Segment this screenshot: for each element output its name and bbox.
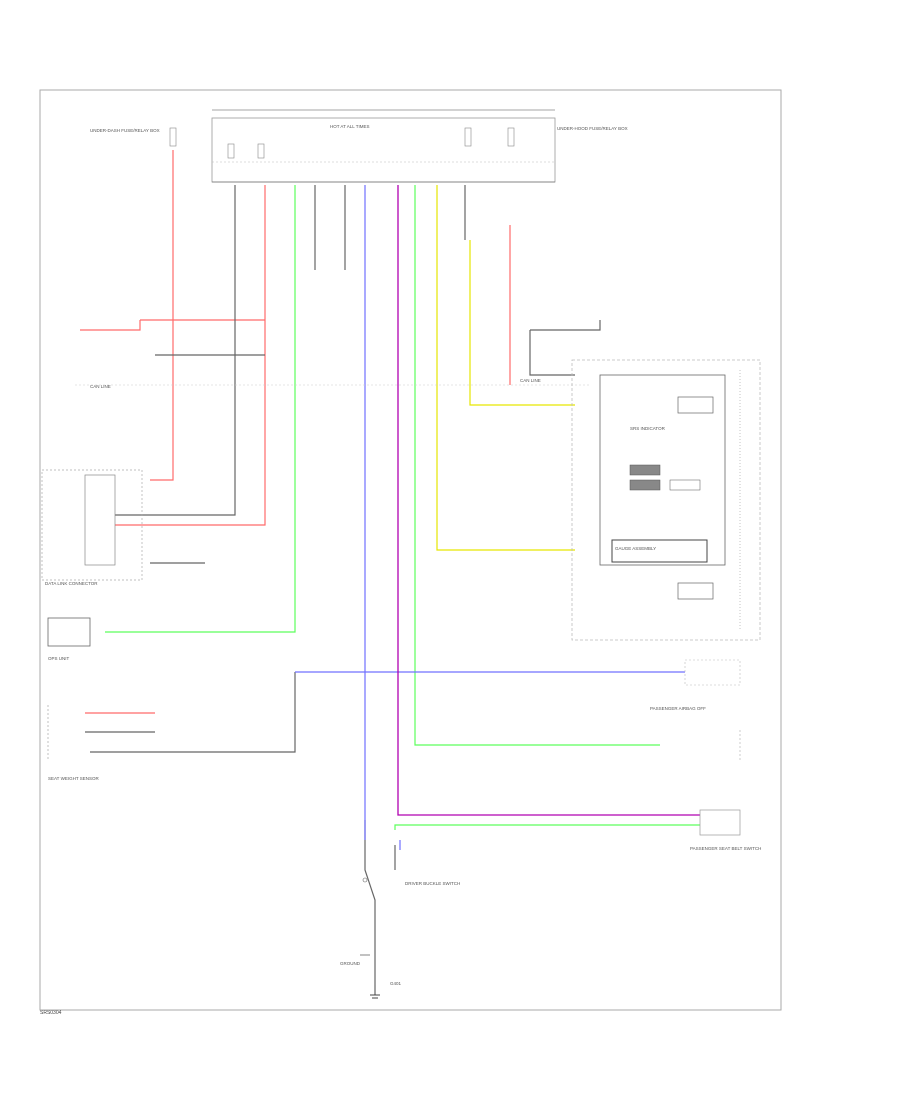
left-components: DATA LINK CONNECTOR OPS UNIT SEAT WEIGHT…	[41, 469, 143, 781]
gray-wires	[85, 185, 601, 985]
gauge-assembly-label: GAUGE ASSEMBLY	[615, 546, 656, 551]
oda-sensor-label: OPS UNIT	[48, 656, 70, 661]
purple-wire	[397, 185, 700, 816]
can-left-label: CAN LINE	[90, 384, 111, 389]
seat-weight-sensor-label: SEAT WEIGHT SENSOR	[48, 776, 100, 781]
can-right-label: CAN LINE	[520, 378, 541, 383]
fuse-box-right-label: UNDER-HOOD FUSE/RELAY BOX	[557, 126, 628, 131]
frame-id: SRS0304	[40, 1010, 62, 1016]
right-components: PASSENGER AIRBAG OFF PASSENGER SEAT BELT…	[650, 659, 761, 851]
fuse-box-top: HOT AT ALL TIMES UNDER-DASH FUSE/RELAY B…	[90, 109, 628, 183]
buckle-switch-group: DRIVER BUCKLE SWITCH GROUND G401	[340, 877, 460, 999]
fuse-box-left-label: UNDER-DASH FUSE/RELAY BOX	[90, 128, 160, 133]
pass-airbag-off-label: PASSENGER AIRBAG OFF	[650, 706, 706, 711]
blue-wire	[295, 185, 685, 850]
green-wires	[105, 185, 700, 830]
red-wires	[80, 150, 511, 714]
gauge-assembly-box: GAUGE ASSEMBLY SRS INDICATOR	[571, 359, 761, 641]
yellow-wires	[436, 185, 575, 551]
fuse-box-top-label: HOT AT ALL TIMES	[330, 124, 370, 129]
diagram-border	[39, 89, 782, 1011]
dlc-label: DATA LINK CONNECTOR	[45, 581, 98, 586]
ground-label: GROUND	[340, 961, 361, 966]
srs-indicator-label: SRS INDICATOR	[630, 426, 666, 431]
buckle-switch-label: DRIVER BUCKLE SWITCH	[405, 881, 460, 886]
ground-id-label: G401	[390, 981, 402, 986]
passenger-switch-label: PASSENGER SEAT BELT SWITCH	[690, 846, 761, 851]
